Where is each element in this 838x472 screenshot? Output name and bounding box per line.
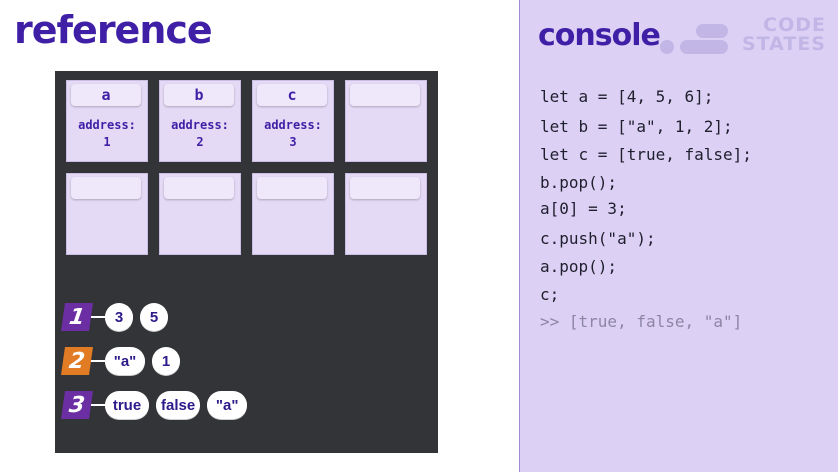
value-pill: false (156, 391, 201, 419)
value-pill: true (105, 391, 149, 419)
console-panel: console CODE STATES let a = [4, 5, 6]; l… (519, 0, 838, 472)
logo-bar-shape (680, 40, 728, 54)
heap-array-2: 2 "a" 1 (61, 347, 187, 375)
code-states-logo: CODE STATES (660, 14, 830, 58)
logo-dot-shape (660, 40, 674, 54)
address-value: 3 (289, 135, 297, 149)
logo-bar-shape (696, 24, 728, 38)
address-text: address: 3 (253, 117, 333, 151)
variable-tab (350, 84, 420, 106)
console-output: >> [true, false, "a"] (540, 312, 743, 331)
code-line: let c = [true, false]; (540, 145, 752, 164)
address-value: 2 (196, 135, 204, 149)
logo-text: CODE STATES (736, 16, 826, 54)
address-label: address: (264, 118, 322, 132)
memory-cell-empty (345, 80, 427, 162)
memory-cell-a: a address: 1 (66, 80, 148, 162)
value-pill: "a" (207, 391, 248, 419)
heap-badge: 3 (61, 391, 93, 419)
heap-array-1: 1 3 5 (61, 303, 175, 331)
console-title: console (538, 18, 661, 53)
code-line: a.pop(); (540, 257, 618, 276)
address-text: address: 1 (67, 117, 147, 151)
code-line: b.pop(); (540, 173, 618, 192)
variable-tab: a (71, 84, 141, 106)
code-line: a[0] = 3; (540, 199, 627, 218)
variable-tab (164, 177, 234, 199)
value-pill: 1 (152, 347, 180, 375)
code-line: c.push("a"); (540, 229, 656, 248)
address-value: 1 (103, 135, 111, 149)
heap-array-3: 3 true false "a" (61, 391, 254, 419)
variable-tab: b (164, 84, 234, 106)
memory-cell-empty (159, 173, 241, 255)
variable-tab (71, 177, 141, 199)
memory-cell-empty (345, 173, 427, 255)
value-pill: 3 (105, 303, 133, 331)
reference-board: a address: 1 b address: 2 c address: 3 1 (55, 71, 438, 453)
connector-line (91, 360, 105, 362)
value-pill: 5 (140, 303, 168, 331)
memory-cell-c: c address: 3 (252, 80, 334, 162)
connector-line (91, 404, 105, 406)
heap-badge: 1 (61, 303, 93, 331)
value-pill: "a" (105, 347, 145, 375)
address-label: address: (171, 118, 229, 132)
logo-line-1: CODE (763, 14, 826, 36)
connector-line (91, 316, 105, 318)
address-text: address: 2 (160, 117, 240, 151)
address-label: address: (78, 118, 136, 132)
logo-line-2: STATES (741, 33, 826, 55)
memory-cell-b: b address: 2 (159, 80, 241, 162)
heap-badge: 2 (61, 347, 93, 375)
code-line: c; (540, 285, 560, 304)
reference-title: reference (14, 8, 213, 52)
code-line: let b = ["a", 1, 2]; (540, 117, 733, 136)
code-line: let a = [4, 5, 6]; (540, 87, 714, 106)
variable-tab (257, 177, 327, 199)
variable-tab (350, 177, 420, 199)
variable-tab: c (257, 84, 327, 106)
memory-cell-empty (66, 173, 148, 255)
memory-cell-empty (252, 173, 334, 255)
